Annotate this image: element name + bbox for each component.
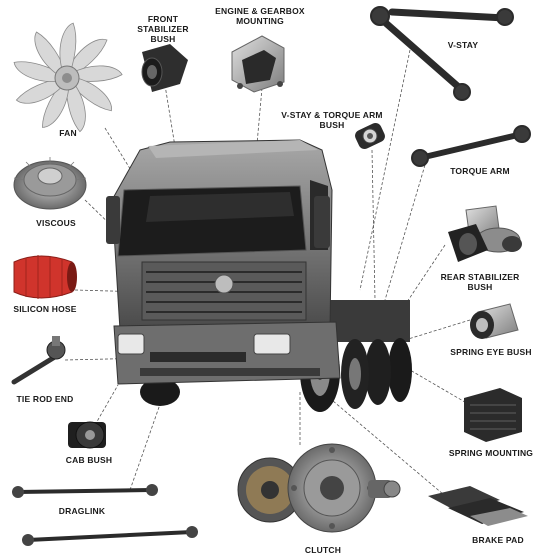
engine-mounting-part <box>231 35 285 93</box>
v-stay-bush-part <box>355 122 385 150</box>
label-spring-mounting: SPRING MOUNTING <box>448 448 534 458</box>
clutch-part <box>237 443 401 533</box>
label-engine-gearbox-mounting: ENGINE & GEARBOX MOUNTING <box>215 6 305 26</box>
torque-arm-part <box>411 125 531 167</box>
label-silicon-hose: SILICON HOSE <box>13 304 77 314</box>
label-spring-eye-bush: SPRING EYE BUSH <box>450 347 532 357</box>
label-tie-rod-end: TIE ROD END <box>16 394 74 404</box>
label-clutch: CLUTCH <box>304 545 342 555</box>
brake-pad-part <box>428 486 528 526</box>
label-brake-pad: BRAKE PAD <box>472 535 524 545</box>
fan-part <box>13 22 123 133</box>
rear-stabilizer-bush-part <box>448 205 522 262</box>
label-fan: FAN <box>59 128 77 138</box>
label-draglink: DRAGLINK <box>58 506 106 516</box>
draglink-upper-part <box>12 484 158 498</box>
label-torque-arm: TORQUE ARM <box>450 166 510 176</box>
spring-mounting-part <box>464 388 522 442</box>
viscous-part <box>13 157 87 210</box>
truck-illustration <box>106 139 412 412</box>
label-cab-bush: CAB BUSH <box>65 455 113 465</box>
label-front-stabilizer-bush: FRONT STABILIZER BUSH <box>137 14 189 44</box>
spring-eye-bush-part <box>470 303 519 339</box>
silicon-hose-part <box>13 255 77 299</box>
cab-bush-part <box>68 421 106 449</box>
label-v-stay: V-STAY <box>447 40 479 50</box>
front-stabilizer-bush-part <box>141 44 188 92</box>
label-viscous: VISCOUS <box>36 218 76 228</box>
tie-rod-end-part <box>11 336 66 385</box>
draglink-lower-part <box>22 526 198 546</box>
v-stay-part <box>370 6 514 101</box>
label-v-stay-torque-arm-bush: V-STAY & TORQUE ARM BUSH <box>281 110 383 130</box>
label-rear-stabilizer-bush: REAR STABILIZER BUSH <box>440 272 520 292</box>
